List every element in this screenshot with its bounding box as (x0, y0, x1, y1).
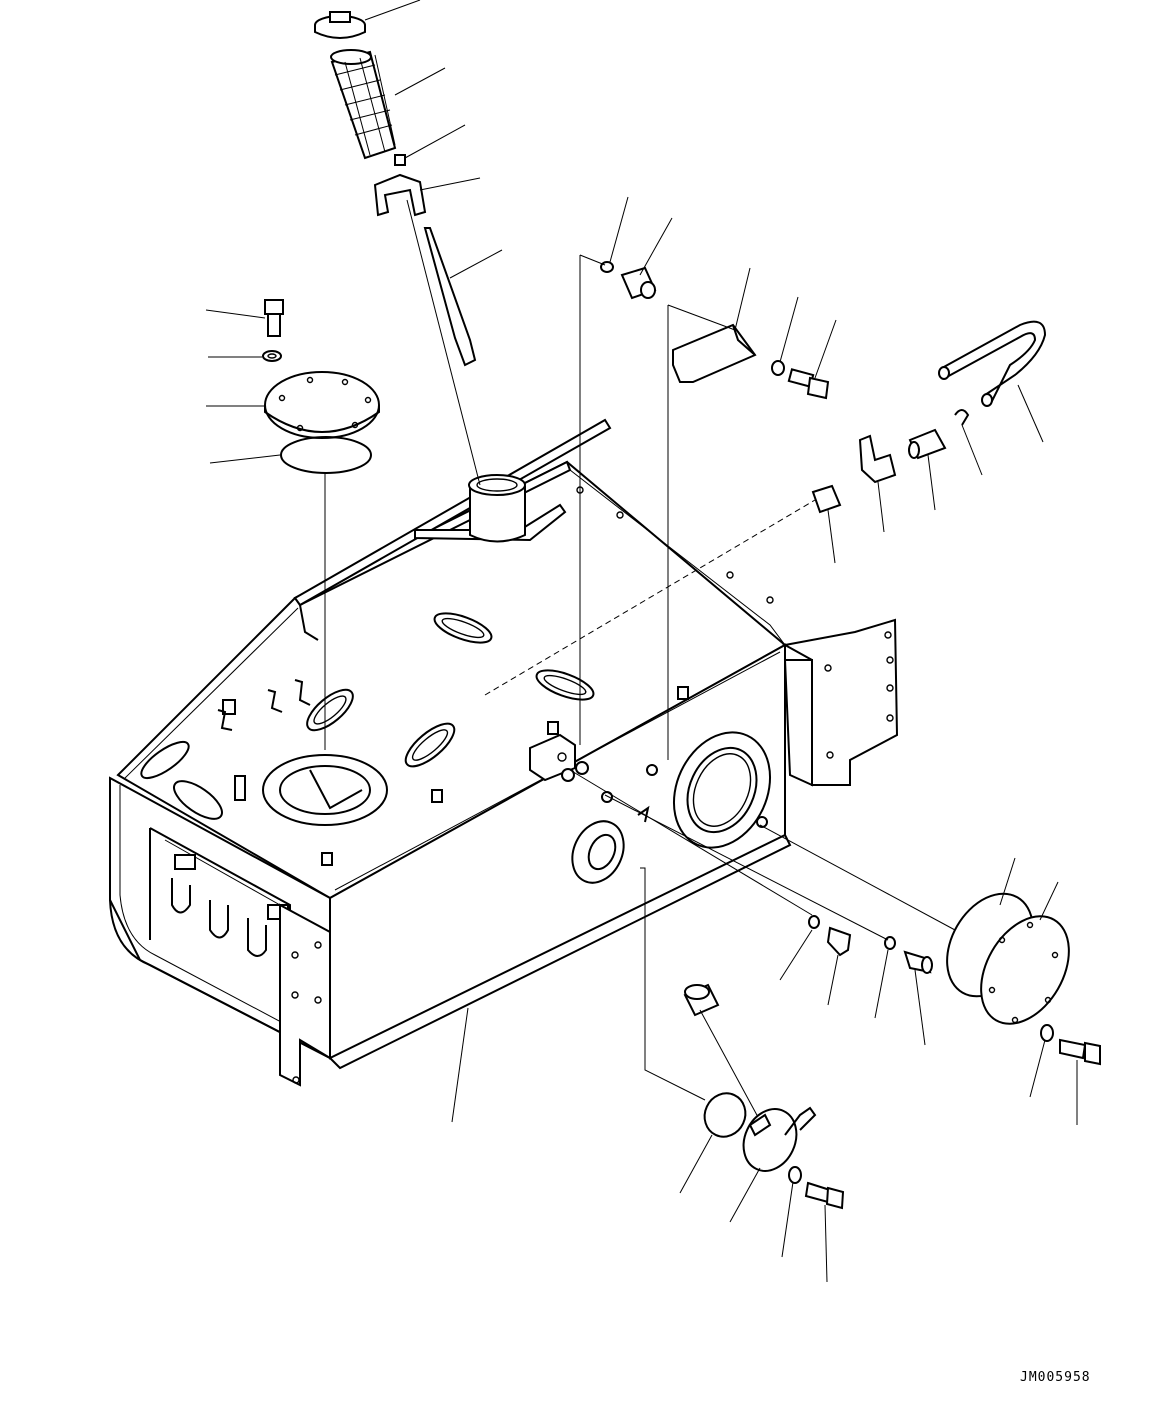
top-cover-assembly (206, 300, 379, 750)
sender-unit-assembly (640, 868, 843, 1282)
front-features (562, 717, 788, 892)
document-id-label: JM005958 (1020, 1370, 1091, 1385)
upper-fittings (485, 197, 1045, 760)
side-cover-assembly (570, 770, 1100, 1125)
tank-body-leader (452, 1008, 468, 1122)
right-mounting-bracket (785, 620, 897, 785)
tank-body (110, 420, 790, 1085)
top-features (136, 475, 773, 865)
filler-cap-assembly (315, 0, 502, 485)
